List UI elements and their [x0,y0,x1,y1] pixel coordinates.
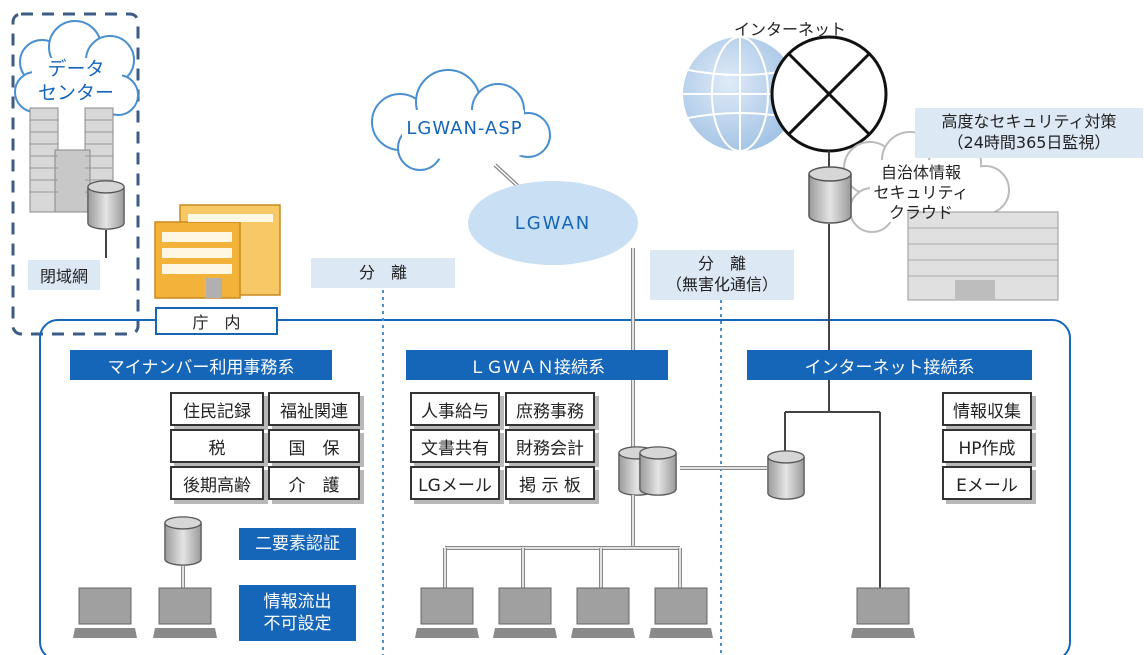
service-item-document-sharing: 文書共有 [410,429,500,463]
separation-sanitized-label: 分 離 （無害化通信） [650,250,794,300]
pc-icon [648,587,714,639]
service-item-late-elderly: 後期高齢 [170,466,264,500]
lgwan-cloud [468,181,638,265]
service-item-welfare: 福祉関連 [268,392,360,426]
internet-system-header: インターネット接続系 [747,350,1032,380]
lgwan-asp-label: LGWAN-ASP [406,118,523,139]
service-item-payroll: 人事給与 [410,392,500,426]
pc-icon [152,587,218,639]
separation-label: 分 離 [311,258,455,288]
service-item-general-affairs: 庶務事務 [505,392,595,426]
city-hall-building-icon [154,204,281,299]
security-measures-label: 高度なセキュリティ対策 （24時間365日監視） [915,108,1143,158]
security-cloud-label: 自治体情報 セキュリティ クラウド [873,163,969,222]
service-item-financial-accounting: 財務会計 [505,429,595,463]
closed-network-frame [11,12,140,336]
service-item-lg-mail: LGメール [410,466,500,500]
leak-prevention-badge: 情報流出 不可設定 [239,585,356,641]
pc-icon [570,587,636,639]
service-item-national-health: 国 保 [268,429,360,463]
closed-network-label: 閉域網 [28,260,100,290]
pc-icon [492,587,558,639]
service-item-bulletin-board: 掲 示 板 [505,466,595,500]
service-item-nursing-care: 介 護 [268,466,360,500]
pc-icon [414,587,480,639]
pc-icon [72,587,138,639]
lgwan-system-header: ＬＧＷＡＮ接続系 [406,350,668,380]
service-item-info-gathering: 情報収集 [942,392,1032,426]
mynumber-system-header: マイナンバー利用事務系 [70,350,332,380]
data-center-label: データ センター [37,58,114,104]
two-factor-auth-badge: 二要素認証 [239,528,356,560]
service-item-tax: 税 [170,429,264,463]
office-label: 庁 内 [155,307,278,335]
lgwan-asp-cloud [371,69,551,171]
lgwan-label: LGWAN [514,213,592,234]
security-cloud-building-icon [907,211,1059,301]
service-item-resident-records: 住民記録 [170,392,264,426]
data-center-cloud [14,20,139,116]
internet-label: インターネット [733,20,846,39]
pc-icon [850,587,916,639]
office-frame [39,319,1071,655]
service-item-homepage-creation: HP作成 [942,429,1032,463]
service-item-email: Eメール [942,466,1032,500]
